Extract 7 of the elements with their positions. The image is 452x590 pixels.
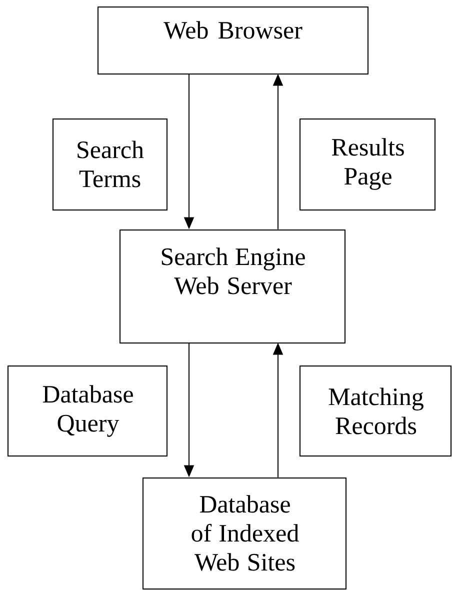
process-box: Web Browser [98, 6, 368, 74]
process-box: Search Engine Web Server [120, 230, 346, 344]
process-box: Search Terms [52, 118, 168, 210]
process-box: Results Page [300, 118, 436, 210]
process-box: Database of Indexed Web Sites [142, 478, 346, 590]
process-box: Matching Records [300, 366, 452, 456]
process-box: Database Query [8, 366, 168, 456]
